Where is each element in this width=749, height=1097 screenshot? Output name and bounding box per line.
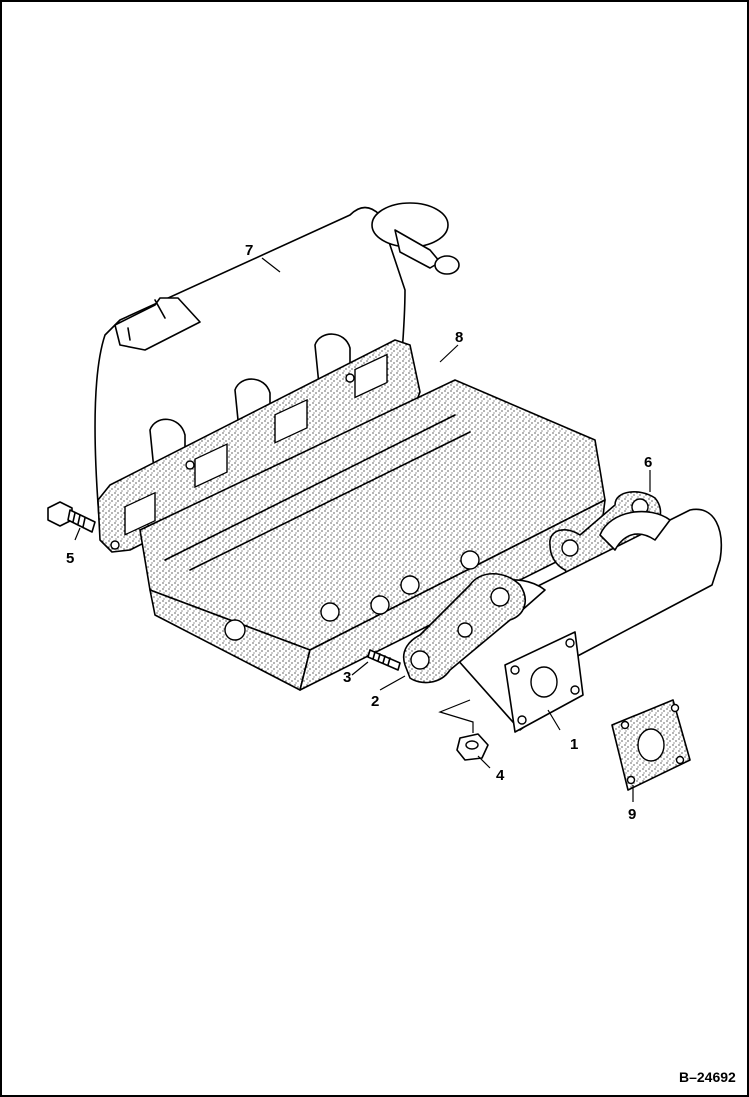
callout-3: 3 bbox=[343, 669, 351, 686]
leader-lines bbox=[74, 257, 651, 802]
flange-gasket-part-9 bbox=[611, 699, 691, 791]
bolt-part-5 bbox=[47, 501, 96, 533]
callout-2: 2 bbox=[371, 693, 379, 710]
callout-8: 8 bbox=[455, 329, 463, 346]
callout-9: 9 bbox=[628, 806, 636, 823]
nut-part-4 bbox=[438, 699, 489, 761]
callout-1: 1 bbox=[570, 736, 578, 753]
callout-6: 6 bbox=[644, 454, 652, 471]
cylinder-head bbox=[139, 379, 606, 691]
callout-5: 5 bbox=[66, 550, 74, 567]
figure-number: B–24692 bbox=[679, 1069, 736, 1085]
stud-part-3 bbox=[367, 649, 401, 671]
exhaust-gasket-part-2 bbox=[402, 573, 526, 684]
callout-7: 7 bbox=[245, 242, 253, 259]
callout-4: 4 bbox=[496, 767, 505, 784]
